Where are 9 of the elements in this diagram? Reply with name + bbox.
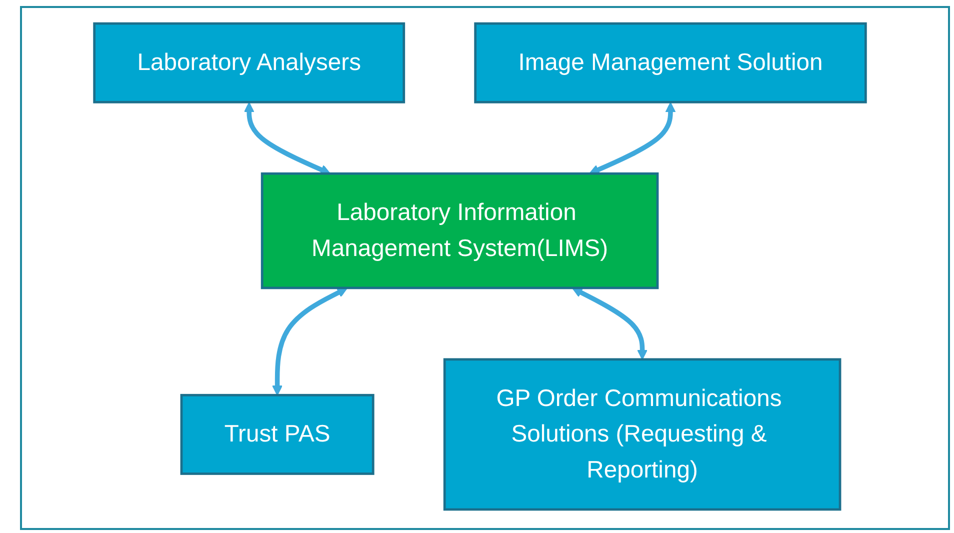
arrow xyxy=(272,288,348,396)
node-box: Laboratory Information Management System(LIMS) xyxy=(260,172,659,290)
arrow xyxy=(572,288,648,360)
arrow xyxy=(588,102,676,175)
node-box: GP Order Communications Solutions (Requesting & Reporting) xyxy=(443,358,842,511)
node-box: Image Management Solution xyxy=(474,22,867,104)
node-box: Trust PAS xyxy=(180,394,374,475)
arrow xyxy=(244,102,331,175)
node-box: Laboratory Analysers xyxy=(93,22,406,104)
